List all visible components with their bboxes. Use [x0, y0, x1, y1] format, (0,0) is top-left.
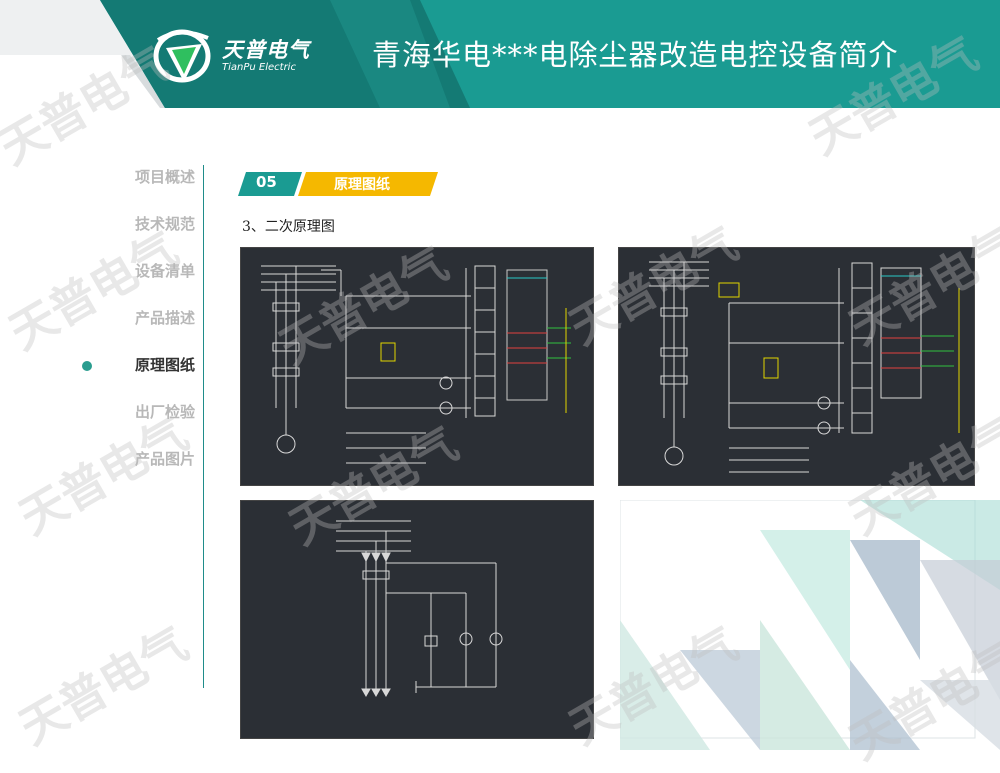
header-banner: 天普电气 TianPu Electric 青海华电***电除尘器改造电控设备简介 — [0, 0, 1000, 108]
schematic-drawing — [336, 520, 503, 698]
sidebar-divider — [203, 165, 204, 688]
schematic-image-2 — [618, 247, 975, 486]
sidebar-item-label: 产品图片 — [134, 450, 195, 468]
logo-icon — [153, 29, 211, 83]
sidebar-item-equipment[interactable]: 设备清单 — [60, 256, 195, 286]
sidebar-item-label: 项目概述 — [134, 168, 195, 186]
schematic-image-3 — [240, 500, 594, 739]
sidebar-item-photos[interactable]: 产品图片 — [60, 444, 195, 474]
sidebar-item-specs[interactable]: 技术规范 — [60, 209, 195, 239]
company-logo — [150, 26, 330, 86]
sidebar-item-overview[interactable]: 项目概述 — [60, 162, 195, 192]
decorative-geometry — [620, 500, 1000, 750]
header-background — [0, 0, 1000, 108]
logo-text: 天普电气 — [222, 38, 310, 62]
schematic-image-1 — [240, 247, 594, 486]
active-dot-icon — [82, 361, 92, 371]
schematic-drawing — [649, 261, 960, 473]
page-title: 青海华电***电除尘器改造电控设备简介 — [372, 38, 899, 72]
logo-subtext: TianPu Electric — [222, 62, 296, 73]
sidebar-item-label: 技术规范 — [134, 215, 195, 233]
sidebar-item-inspection[interactable]: 出厂检验 — [60, 397, 195, 427]
section-tag-shape — [238, 172, 438, 196]
watermark-text: 天普电气 — [10, 616, 197, 755]
sidebar-item-label: 产品描述 — [134, 309, 195, 327]
section-label: 原理图纸 — [334, 177, 390, 193]
sidebar-item-label: 原理图纸 — [134, 356, 195, 374]
sidebar-item-label: 出厂检验 — [134, 403, 195, 421]
sidebar-item-schematics[interactable]: 原理图纸 — [60, 350, 195, 380]
section-number: 05 — [256, 173, 277, 191]
schematic-drawing — [261, 265, 571, 464]
sidebar-item-description[interactable]: 产品描述 — [60, 303, 195, 333]
sub-heading: 3、二次原理图 — [242, 219, 335, 235]
sidebar-item-label: 设备清单 — [134, 262, 195, 280]
